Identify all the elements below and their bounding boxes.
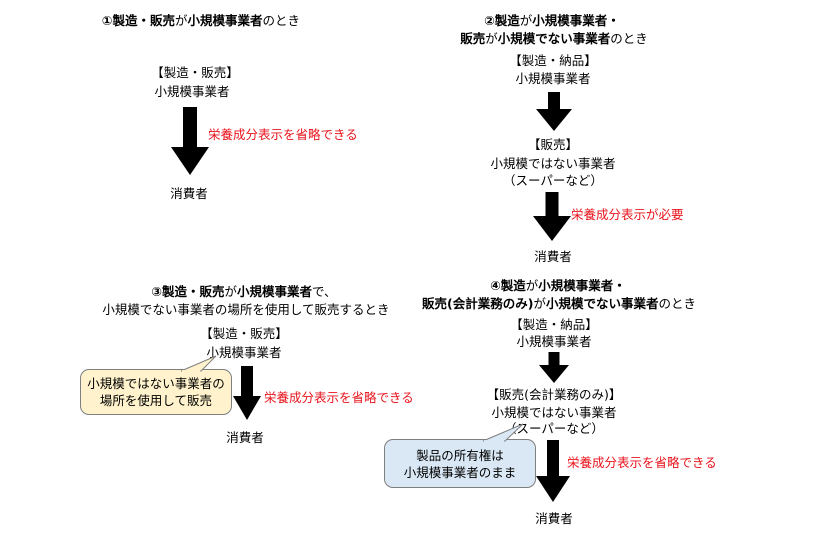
case3-role-label: 【製造・販売】 (200, 326, 288, 341)
case2-title-part: 小規模でない事業者 (497, 31, 611, 46)
case2-title-line2: 販売が小規模でない事業者のとき (460, 30, 648, 47)
case2-consumer-label: 消費者 (534, 249, 572, 264)
case3-title-line2: 小規模でない事業者の場所を使用して販売するとき (102, 302, 390, 317)
case1-down-arrow (170, 107, 210, 175)
case3-title-line1: ③製造・販売が小規模事業者で、 (151, 283, 336, 300)
case4-actor2-sublabel: （スーパーなど） (504, 421, 604, 436)
case4-title-part: 小規模でない事業者 (545, 296, 659, 311)
case1-title-part: ①製造・販売 (101, 13, 176, 28)
case3-consumer-label: 消費者 (226, 430, 264, 445)
case4-actor1-label: 小規模事業者 (516, 334, 592, 349)
case4-actor2-label: 小規模ではない事業者 (491, 405, 617, 420)
case4-role1-label: 【製造・納品】 (510, 317, 598, 332)
case4-title-part: のとき (658, 296, 696, 311)
case2-role1-label: 【製造・納品】 (509, 53, 597, 68)
case3-callout: 小規模ではない事業者の 場所を使用して販売 (80, 355, 232, 415)
case2-down-arrow-1 (535, 92, 573, 132)
case3-omit-note: 栄養成分表示を省略できる (264, 390, 414, 405)
case3-callout-line1: 小規模ではない事業者の (87, 376, 225, 391)
case2-title-part: が (485, 31, 498, 46)
case1-title: ①製造・販売が小規模事業者のとき (102, 12, 300, 29)
case2-title-part: のとき (610, 31, 648, 46)
case2-down-arrow-2 (532, 192, 572, 242)
case1-consumer-label: 消費者 (170, 186, 208, 201)
case4-callout-pointer (482, 423, 524, 442)
case4-title-part: 小規模事業者・ (538, 278, 626, 293)
case4-title-part: 販売(会計業務のみ) (422, 296, 534, 311)
case4-role2-label: 【販売(会計業務のみ)】 (486, 387, 622, 402)
case4-title-part: ④製造 (490, 278, 526, 293)
case3-down-arrow (232, 366, 262, 420)
case3-callout-pointer (180, 355, 217, 372)
case4-consumer-label: 消費者 (535, 511, 573, 526)
case2-title-part: が (519, 13, 533, 28)
case3-title-part: 小規模事業者 (237, 284, 313, 299)
case4-title-line1: ④製造が小規模事業者・ (490, 277, 626, 294)
case3-title-part: ③製造・販売 (151, 284, 225, 299)
case4-title-part: が (525, 278, 539, 293)
case3-actor-label: 小規模事業者 (206, 345, 282, 360)
case1-title-part: のとき (262, 13, 301, 28)
case4-omit-note: 栄養成分表示を省略できる (567, 455, 717, 470)
case4-title-part: が (533, 296, 546, 311)
case4-callout: 製品の所有権は 小規模事業者のまま (384, 423, 536, 488)
case1-omit-note: 栄養成分表示を省略できる (208, 127, 358, 142)
case2-title-part: 販売 (460, 31, 486, 46)
case2-required-note: 栄養成分表示が必要 (571, 207, 684, 222)
case3-callout-line2: 場所を使用して販売 (99, 393, 213, 408)
case2-title-line1: ②製造が小規模事業者・ (484, 12, 620, 29)
case2-title-part: ②製造 (484, 13, 520, 28)
case4-callout-line2: 小規模事業者のまま (403, 464, 517, 480)
case2-title-part: 小規模事業者・ (532, 13, 620, 28)
case2-actor1-label: 小規模事業者 (515, 71, 591, 86)
case4-callout-line1: 製品の所有権は (416, 447, 504, 463)
case3-title-part: が (224, 284, 238, 299)
case4-down-arrow-2 (536, 440, 570, 502)
case1-actor-label: 小規模事業者 (154, 84, 230, 99)
case1-title-part: 小規模事業者 (187, 13, 263, 28)
case2-role2-label: 【販売】 (527, 137, 579, 152)
case2-actor2-sublabel: （スーパーなど） (503, 173, 603, 188)
case4-title-line2: 販売(会計業務のみ)が小規模でない事業者のとき (422, 295, 696, 312)
case1-title-part: が (175, 13, 188, 28)
case2-actor2-label: 小規模ではない事業者 (490, 156, 616, 171)
case1-role-label: 【製造・販売】 (151, 65, 239, 80)
case3-title-part: で、 (312, 284, 337, 299)
case4-down-arrow-1 (539, 352, 569, 383)
